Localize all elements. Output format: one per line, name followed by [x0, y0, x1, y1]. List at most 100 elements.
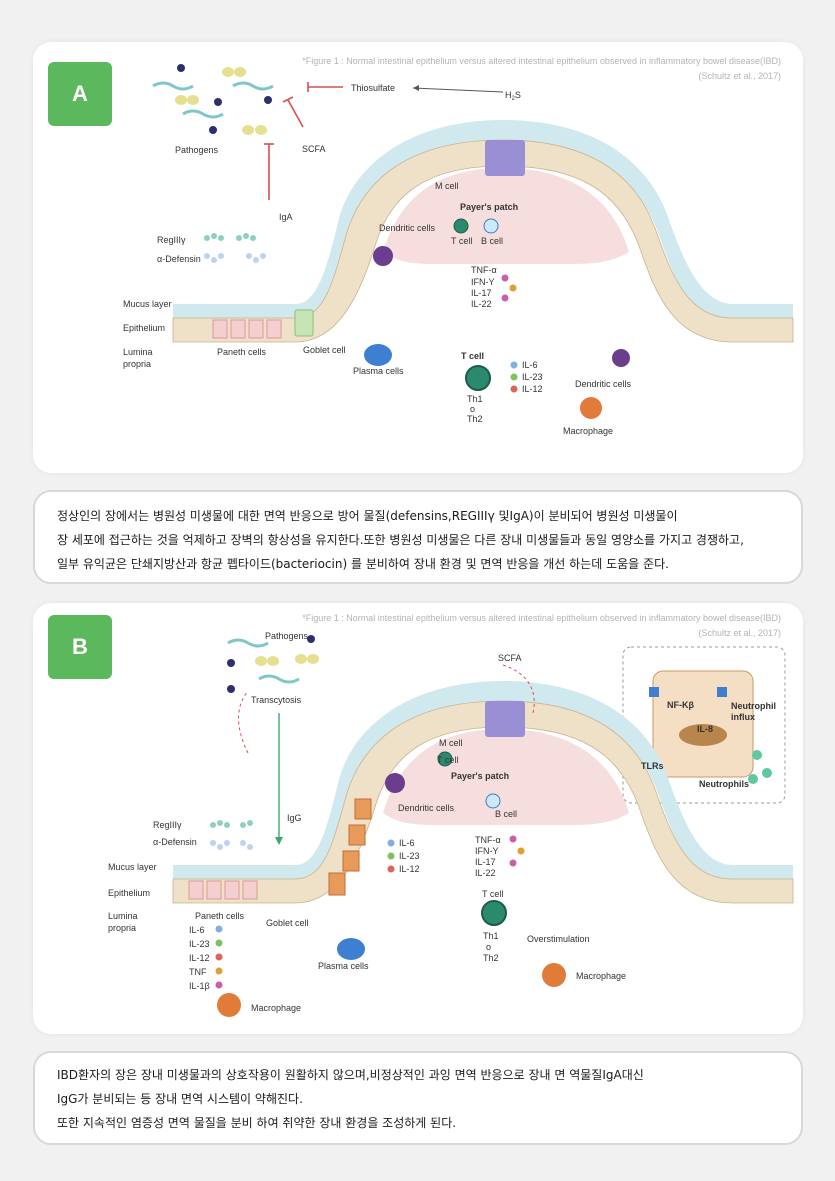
label-il6: IL-6	[522, 360, 538, 370]
t-cell-top	[437, 751, 453, 767]
label-regiiigamma: RegIIIγ	[153, 820, 182, 830]
dendritic-cell	[385, 773, 405, 793]
pathogen-cluster	[227, 635, 319, 693]
label-mucus-layer: Mucus layer	[108, 862, 157, 872]
diagram-b: Pathogens Transcytosis SCFA M cell T cel…	[108, 631, 794, 1017]
label-t-cell: T cell	[451, 236, 472, 246]
desc-a-line3: 일부 유익균은 단쇄지방산과 항균 펩타이드(bacteriocin) 를 분비…	[57, 557, 669, 571]
label-th1: Th1	[467, 394, 483, 404]
b-cell	[485, 793, 501, 809]
panel-a: A *Figure 1 : Normal intestinal epitheli…	[33, 42, 803, 473]
mucus-layer	[173, 120, 793, 326]
label-il12: IL-12	[522, 384, 543, 394]
label-il23: IL-23	[189, 939, 210, 949]
label-payers-patch: Payer's patch	[460, 202, 518, 212]
label-tnf: TNF-α	[471, 265, 497, 275]
mucus-layer	[173, 681, 793, 887]
label-macrophage: Macrophage	[563, 426, 613, 436]
label-h2s: H2S	[505, 90, 521, 102]
label-neutrophil: Neutrophil	[731, 701, 776, 711]
regiiigamma-dots	[210, 820, 253, 828]
label-il17: IL-17	[475, 857, 496, 867]
m-cell	[485, 701, 525, 737]
plasma-cell	[337, 938, 365, 960]
label-tlrs: TLRs	[641, 761, 664, 771]
label-goblet-cell: Goblet cell	[303, 345, 346, 355]
label-t-cell-bold: T cell	[461, 351, 484, 361]
label-plasma-cells: Plasma cells	[318, 961, 369, 971]
label-payers-patch: Payer's patch	[451, 771, 509, 781]
inflamed-cells	[328, 798, 372, 896]
defensin-dots	[204, 253, 266, 263]
diagram-a: Thiosulfate H2S Pathogens SCFA IgA M cel…	[123, 64, 794, 436]
label-dc-il12: IL-12	[399, 864, 420, 874]
label-th2: Th2	[483, 953, 499, 963]
defensin-dots	[210, 840, 253, 850]
caption-line1: *Figure 1 : Normal intestinal epithelium…	[302, 56, 781, 66]
label-epithelium: Epithelium	[108, 888, 150, 898]
label-th1: Th1	[483, 931, 499, 941]
label-or: o	[470, 404, 475, 414]
inset-nucleus	[679, 724, 727, 746]
cytokine-dots	[215, 835, 525, 989]
label-scfa: SCFA	[302, 144, 326, 154]
label-tnf: TNF	[189, 967, 207, 977]
desc-b-line3: 또한 지속적인 염증성 면역 물질을 분비 하여 취약한 장내 환경을 조성하게…	[57, 1116, 457, 1130]
caption-line1: *Figure 1 : Normal intestinal epithelium…	[302, 613, 781, 623]
label-macrophage-left: Macrophage	[251, 1003, 301, 1013]
label-dendritic-top: Dendritic cells	[379, 223, 436, 233]
label-il12: IL-12	[189, 953, 210, 963]
label-igg: IgG	[287, 813, 302, 823]
label-pathogens: Pathogens	[265, 631, 309, 641]
scfa-dash	[502, 664, 535, 714]
macrophage-left	[217, 993, 241, 1017]
h2s-arrow	[412, 87, 504, 93]
panel-b: B *Figure 1 : Normal intestinal epitheli…	[33, 603, 803, 1034]
panel-a-badge: A	[48, 62, 112, 126]
description-a: 정상인의 장에서는 병원성 미생물에 대한 면역 반응으로 방어 물질(defe…	[57, 504, 783, 576]
macrophage-right	[542, 963, 566, 987]
label-il22: IL-22	[471, 299, 492, 309]
neutrophil-dots	[748, 750, 772, 784]
label-paneth-cells: Paneth cells	[195, 911, 245, 921]
label-m-cell: M cell	[439, 738, 463, 748]
label-iga: IgA	[279, 212, 293, 222]
label-lumina: Lumina	[123, 347, 153, 357]
label-alpha-defensin: α-Defensin	[157, 254, 201, 264]
label-il8: IL-8	[697, 724, 713, 734]
label-mucus-layer: Mucus layer	[123, 299, 172, 309]
label-b-cell: B cell	[481, 236, 503, 246]
dendritic-bottom	[612, 349, 630, 367]
label-propria: propria	[123, 359, 151, 369]
label-epithelium: Epithelium	[123, 323, 165, 333]
desc-b-line1: IBD환자의 장은 장내 미생물과의 상호작용이 원활하지 않으며,비정상적인 …	[57, 1068, 644, 1082]
t-cell	[481, 900, 507, 926]
label-ifn: IFN-Y	[471, 277, 495, 287]
label-goblet-cell: Goblet cell	[266, 918, 309, 928]
label-regiiigamma: RegIIIγ	[157, 235, 186, 245]
label-plasma-cells: Plasma cells	[353, 366, 404, 376]
b-cell-patch	[483, 218, 499, 234]
plasma-cell	[364, 344, 392, 366]
caption-line2: (Schultz et al., 2017)	[698, 628, 781, 638]
label-tnf-alpha: TNF-α	[475, 835, 501, 845]
label-il1b: IL-1β	[189, 981, 210, 991]
transcytosis-dash	[238, 690, 249, 754]
label-m-cell: M cell	[435, 181, 459, 191]
desc-a-line2: 장 세포에 접근하는 것을 억제하고 장벽의 항상성을 유지한다.또한 병원성 …	[57, 533, 744, 547]
label-b-cell: B cell	[495, 809, 517, 819]
label-dendritic-bottom: Dendritic cells	[575, 379, 632, 389]
panel-a-caption: *Figure 1 : Normal intestinal epithelium…	[302, 54, 781, 84]
panel-b-caption: *Figure 1 : Normal intestinal epithelium…	[302, 611, 781, 641]
label-pathogens: Pathogens	[175, 145, 219, 155]
description-b: IBD환자의 장은 장내 미생물과의 상호작용이 원활하지 않으며,비정상적인 …	[57, 1063, 783, 1135]
label-dc-il6: IL-6	[399, 838, 415, 848]
label-il6: IL-6	[189, 925, 205, 935]
label-neutrophils: Neutrophils	[699, 779, 749, 789]
payers-patch	[383, 168, 629, 264]
desc-a-line1: 정상인의 장에서는 병원성 미생물에 대한 면역 반응으로 방어 물질(defe…	[57, 509, 678, 523]
label-propria: propria	[108, 923, 136, 933]
label-th2: Th2	[467, 414, 483, 424]
label-influx: influx	[731, 712, 755, 722]
paneth-cells	[188, 880, 258, 900]
